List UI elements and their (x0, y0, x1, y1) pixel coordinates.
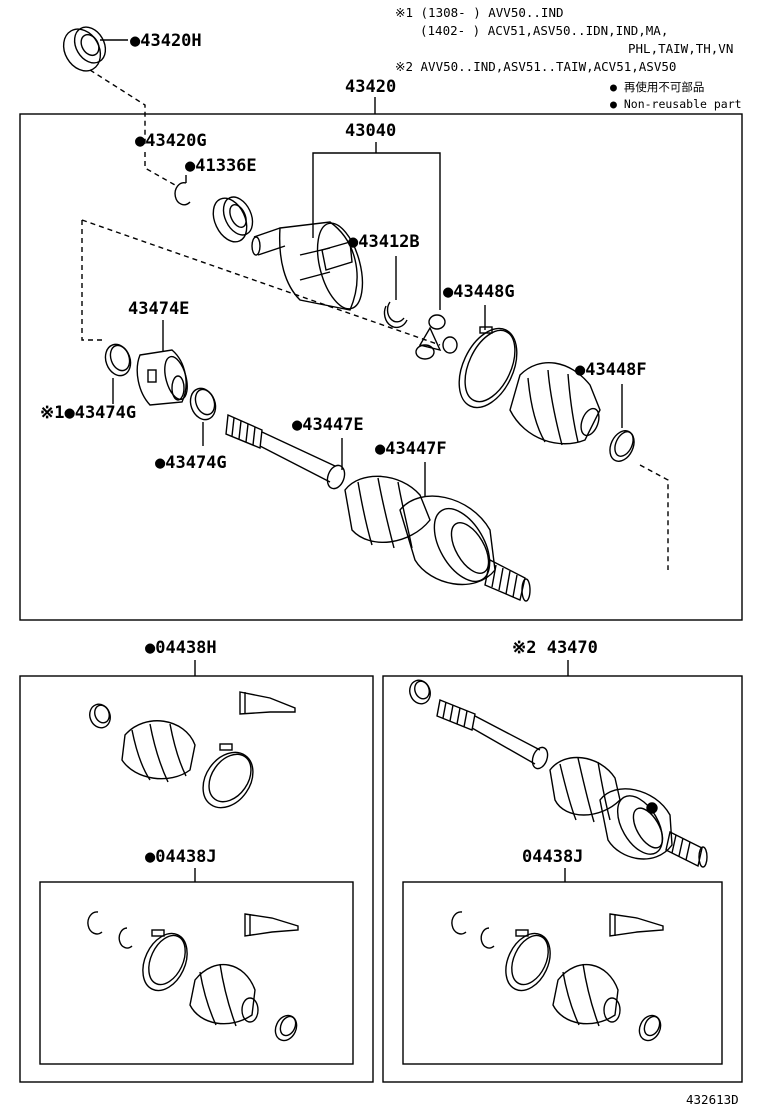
clamp-43448G-inner (464, 329, 516, 403)
kit-box-04438H (19, 675, 374, 1083)
clamp-43448F-inner (614, 431, 634, 457)
dashed-frame-top (81, 219, 441, 346)
clamp-43448F (609, 430, 635, 462)
label-43447F: ●43447F (375, 439, 447, 459)
label-41336E: ●41336E (185, 156, 257, 176)
legend-japanese: ● 再使用不可部品 (610, 80, 704, 94)
snap-ring-43412B-outer (383, 305, 408, 329)
kit-box-04438J-left (39, 881, 354, 1065)
legend-english: ● Non-reusable part (610, 97, 742, 111)
label-43448G: ●43448G (443, 282, 515, 302)
label-43474G-note1: ※1●43474G (40, 403, 136, 423)
label-43474G: ●43474G (155, 453, 227, 473)
kit-box-04438J-right (402, 881, 723, 1065)
label-43470: ※2 43470 (512, 638, 598, 658)
kit-04438H-parts (89, 691, 296, 809)
label-04438J-left: ●04438J (145, 847, 217, 867)
tripod-joint (415, 314, 458, 360)
dashed-frame-left (81, 220, 105, 341)
label-43040: 43040 (345, 121, 396, 141)
label-04438H: ●04438H (145, 638, 217, 658)
notes-block: ※1 (1308- ) AVV50..IND (1402- ) ACV51,AS… (395, 5, 742, 111)
label-43448F: ●43448F (575, 360, 647, 380)
label-43420G: ●43420G (135, 131, 207, 151)
note-line-3: PHL,TAIW,TH,VN (628, 41, 733, 56)
dashed-frame-right (639, 464, 669, 570)
inner-boot (509, 361, 601, 446)
drive-shaft (225, 413, 346, 490)
seal-43420H (62, 26, 107, 72)
note-line-2: (1402- ) ACV51,ASV50..IDN,IND,MA, (420, 23, 668, 38)
label-43447E: ●43447E (292, 415, 364, 435)
snap-ring-43412B (386, 301, 405, 323)
inboard-joint-43474E (136, 349, 188, 406)
diagram-code: 432613D (686, 1092, 739, 1107)
main-assembly-box (19, 113, 743, 621)
shaft-box-43470 (382, 675, 743, 1083)
label-43420: 43420 (345, 77, 396, 97)
dashed-leader-43420G (144, 152, 176, 186)
outboard-boot (344, 475, 431, 549)
kit-04438J-left-parts (87, 911, 299, 1042)
label-43474E: 43474E (128, 299, 189, 319)
snap-ring-43420G (174, 182, 191, 206)
outboard-joint (399, 495, 531, 602)
kit-04438J-right-parts (451, 911, 664, 1042)
clamp-43474G-right-inner (194, 388, 216, 416)
note-line-1: ※1 (1308- ) AVV50..IND (395, 5, 564, 20)
label-43412B: ●43412B (348, 232, 420, 252)
clamp-43474G-left-inner (109, 344, 131, 372)
label-04438J-right: 04438J (522, 847, 583, 867)
clamp-43448G (458, 327, 518, 409)
label-43420H: ●43420H (130, 31, 202, 51)
clamp-43448G-tab (479, 326, 493, 334)
shaft-assembly-43470 (409, 679, 708, 868)
note-line-4: ※2 AVV50..IND,ASV51..TAIW,ACV51,ASV50 (395, 59, 676, 74)
seal-41336E (212, 196, 254, 243)
dashed-leader-43420H (89, 69, 146, 145)
joint-housing-43040 (251, 221, 364, 311)
